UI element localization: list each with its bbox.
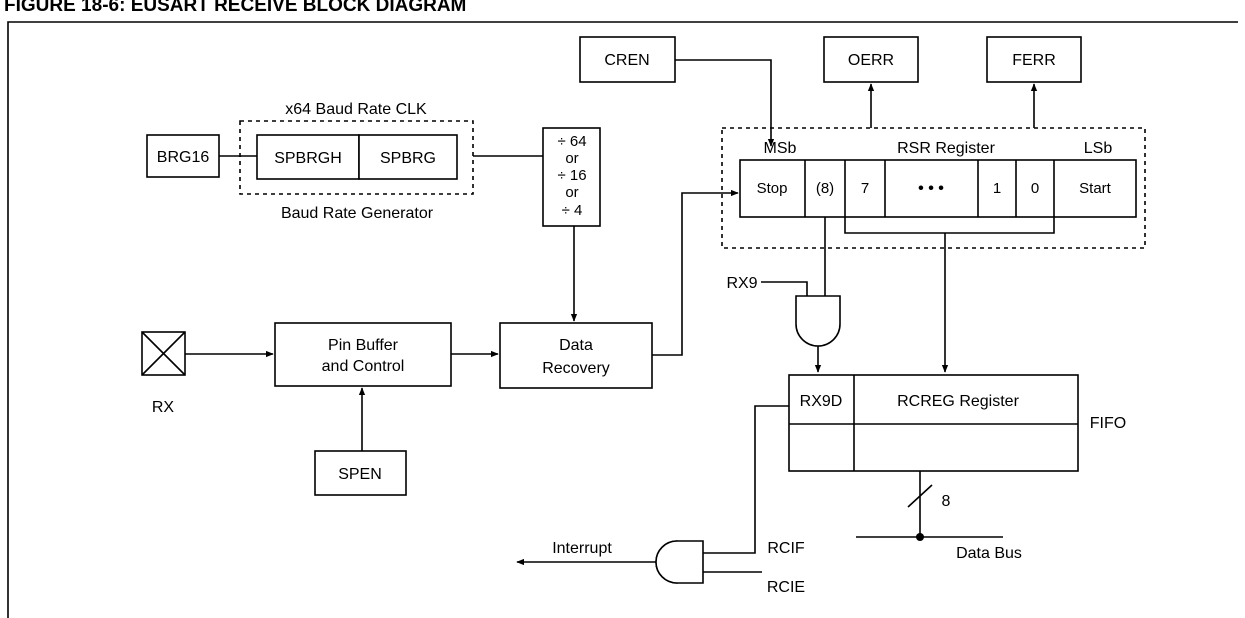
- rsr-lsb-label: LSb: [1084, 140, 1113, 157]
- divider-line-4: or: [565, 184, 578, 201]
- divider-line-5: ÷ 4: [562, 202, 583, 219]
- bus-junction-dot: [916, 533, 924, 541]
- pin-buffer-line-1: Pin Buffer: [328, 337, 399, 354]
- rcie-label: RCIE: [767, 579, 805, 596]
- figure-frame: [7, 21, 1238, 618]
- rx9d-label: RX9D: [800, 393, 843, 410]
- rcreg-register: [788, 374, 1079, 472]
- rsr-title: RSR Register: [897, 140, 995, 157]
- rx9-to-and-wire: [761, 281, 808, 296]
- data-recovery-box: [499, 322, 653, 389]
- rsr-cell-bit1: 1: [993, 180, 1001, 197]
- cren-to-rsr-arrow: [675, 59, 775, 147]
- rsr-cell-bit8: (8): [816, 180, 834, 197]
- ferr-label: FERR: [1012, 52, 1056, 69]
- baud-rate-generator-caption: Baud Rate Generator: [281, 205, 434, 222]
- rsr-data-bracket: [844, 217, 1055, 234]
- oerr-label: OERR: [848, 52, 894, 69]
- brg16-box: [146, 134, 220, 178]
- spbrgh-label: SPBRGH: [274, 150, 342, 167]
- rsr-cell-start: Start: [1079, 180, 1112, 197]
- oerr-box: [823, 36, 919, 83]
- rsr-cell-stop: Stop: [757, 180, 788, 197]
- divider-line-2: or: [565, 150, 578, 167]
- rcif-label: RCIF: [767, 540, 805, 557]
- pin-buffer-line-2: and Control: [322, 358, 405, 375]
- data-recovery-line-1: Data: [559, 337, 593, 354]
- rcreg-title: RCREG Register: [897, 393, 1019, 410]
- rcreg-dividers: [789, 375, 1078, 471]
- figure-title: FIGURE 18-6: EUSART RECEIVE BLOCK DIAGRA…: [4, 0, 466, 16]
- interrupt-label: Interrupt: [552, 540, 612, 557]
- spen-box: [314, 450, 407, 496]
- cren-label: CREN: [604, 52, 649, 69]
- rsr-cell-bit7: 7: [861, 180, 869, 197]
- fifo-label: FIFO: [1090, 415, 1126, 432]
- rsr-outline: [721, 127, 1146, 249]
- pin-buffer-box: [274, 322, 452, 387]
- spbrg-register: [358, 134, 458, 180]
- rsr-cell-bit0: 0: [1031, 180, 1039, 197]
- rx9-label: RX9: [726, 275, 757, 292]
- divider-line-1: ÷ 64: [557, 133, 586, 150]
- recovery-to-rsr-arrow: [652, 189, 739, 356]
- bus-width-label: 8: [942, 493, 951, 510]
- rsr-register: [739, 159, 1137, 218]
- bus-width-slash: [907, 484, 933, 508]
- data-bus-label: Data Bus: [956, 545, 1022, 562]
- divider-line-3: ÷ 16: [557, 167, 586, 184]
- spen-label: SPEN: [338, 466, 382, 483]
- interrupt-and-gate: [655, 540, 704, 584]
- rx9-and-gate: [795, 295, 841, 347]
- rsr-cell-dividers: [804, 160, 1055, 217]
- ferr-box: [986, 36, 1082, 83]
- cren-box: [579, 36, 676, 83]
- spbrgh-register: [256, 134, 360, 180]
- rcif-wire: [703, 405, 789, 554]
- brg16-label: BRG16: [157, 149, 210, 166]
- rsr-msb-label: MSb: [764, 140, 797, 157]
- rx-pin-cross: [141, 331, 186, 376]
- divider-box: [542, 127, 601, 227]
- baud-rate-clk-label: x64 Baud Rate CLK: [285, 101, 427, 118]
- data-recovery-line-2: Recovery: [542, 360, 610, 377]
- rx-pin-label: RX: [152, 399, 175, 416]
- rsr-cell-ellipsis: • • •: [918, 180, 944, 197]
- spbrg-label: SPBRG: [380, 150, 436, 167]
